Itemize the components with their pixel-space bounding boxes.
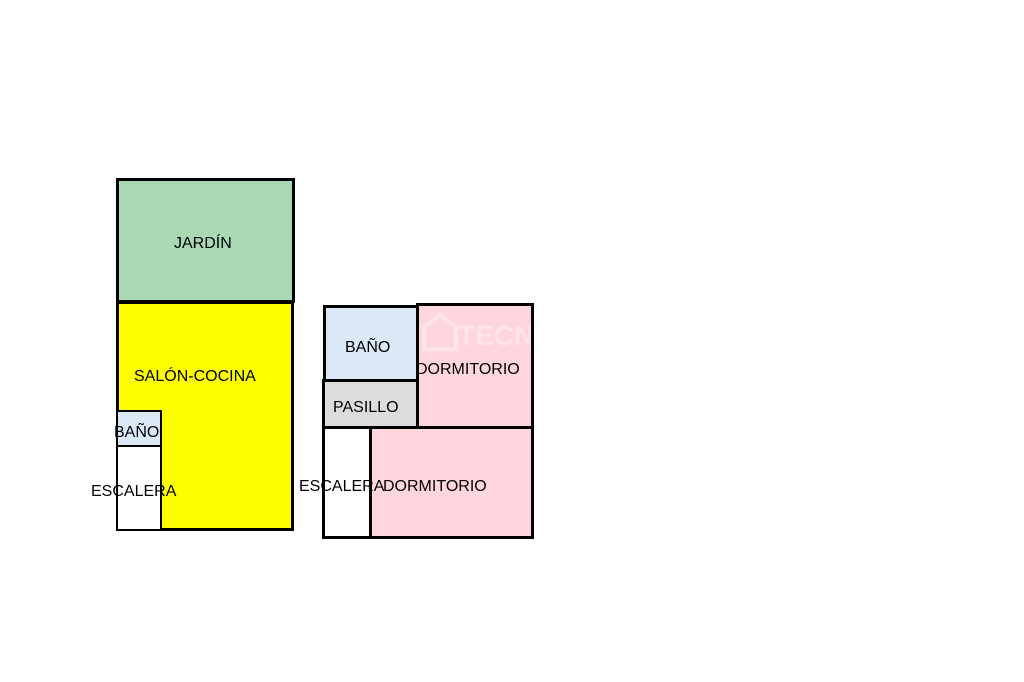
room-escalera-ground [116, 445, 162, 531]
label-bano-ground: BAÑO [114, 424, 160, 441]
watermark-logo: TECN [418, 305, 531, 365]
label-dormitorio-2: DORMITORIO [383, 478, 487, 495]
room-jardin [116, 178, 295, 303]
label-escalera-ground: ESCALERA [91, 483, 177, 500]
room-pasillo [322, 379, 419, 429]
svg-text:TECN: TECN [458, 320, 531, 351]
label-dormitorio-1: DORMITORIO [416, 361, 520, 378]
label-jardin: JARDÍN [174, 235, 232, 252]
room-dormitorio-1 [416, 303, 534, 429]
room-escalera-upper [322, 426, 372, 539]
label-salon-cocina: SALÓN-COCINA [134, 368, 256, 385]
label-escalera-upper: ESCALERA [299, 478, 385, 495]
room-dormitorio-2 [369, 426, 534, 539]
label-pasillo: PASILLO [333, 399, 399, 416]
label-bano-upper: BAÑO [345, 339, 391, 356]
